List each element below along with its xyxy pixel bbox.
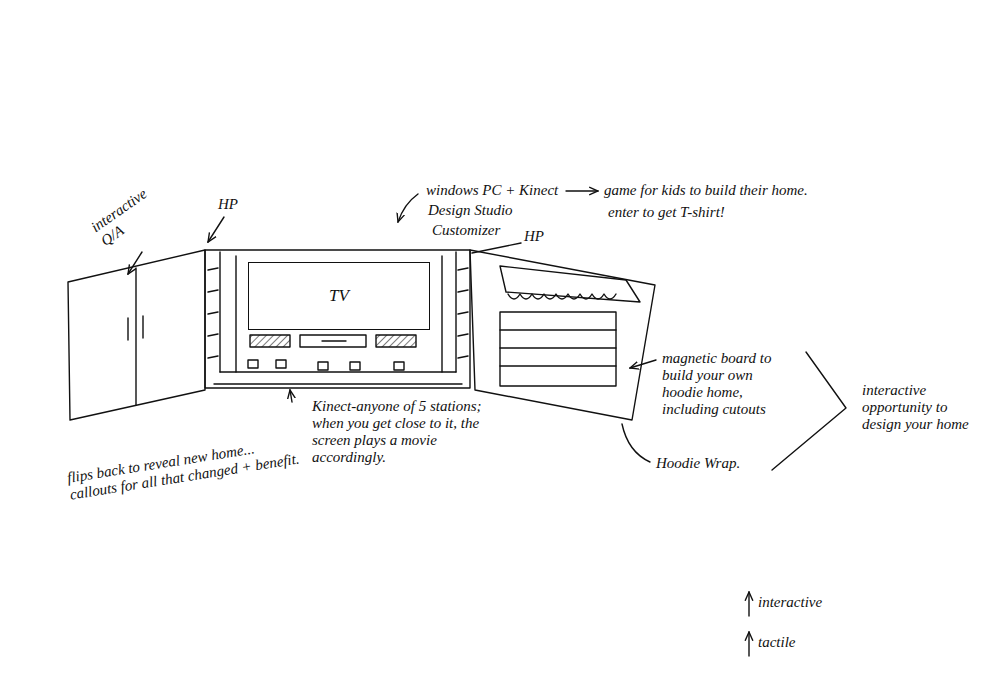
sketch-note: enter to get T-shirt!	[608, 204, 778, 221]
station	[394, 362, 404, 370]
station	[276, 360, 286, 368]
sketch-note: magnetic board to build your own hoodie …	[662, 350, 794, 418]
wall-column	[220, 252, 456, 372]
flip-panel	[68, 250, 205, 420]
sketch-note: HP	[218, 196, 258, 213]
hatched-panel	[376, 335, 416, 347]
counter-top	[214, 372, 462, 384]
leader-arrow	[290, 390, 292, 402]
sketch-note: Kinect-anyone of 5 stations; when you ge…	[312, 398, 512, 466]
bracket	[772, 352, 846, 470]
station	[318, 362, 328, 370]
board-stripe	[500, 330, 616, 366]
screen-label: TV	[329, 286, 349, 306]
tv-screen: TV	[248, 262, 430, 330]
sketch-note: HP	[524, 228, 564, 245]
panel-handle	[128, 316, 143, 340]
sketch-note: Design Studio	[428, 202, 548, 219]
hatched-panel	[250, 335, 290, 347]
station	[350, 362, 360, 370]
leader-line	[622, 424, 650, 462]
sketch-note: game for kids to build their home.	[604, 182, 844, 199]
awning	[500, 266, 640, 302]
leader-line	[472, 243, 521, 253]
sketch-note: windows PC + Kinect	[426, 182, 566, 199]
panel-split	[135, 268, 136, 405]
sketch-note: interactive Q/A	[88, 170, 181, 249]
sketch-note: Hoodie Wrap.	[656, 455, 766, 472]
sketch-note: Customizer	[432, 222, 532, 239]
sketch-note: interactive opportunity to design your h…	[862, 382, 974, 433]
leader-arrow	[630, 360, 656, 368]
sketch-note: interactive	[758, 594, 858, 611]
station	[248, 360, 258, 368]
magnetic-panel	[470, 250, 655, 420]
center-wall	[205, 250, 470, 388]
leader-arrow	[208, 217, 224, 242]
leader-arrow	[128, 252, 142, 274]
kinect-bar	[300, 335, 366, 347]
leader-arrow	[398, 194, 418, 222]
kinect-slot	[322, 340, 346, 341]
awning-scallop	[508, 294, 616, 299]
sketch-note: tactile	[758, 634, 858, 651]
sketch-note: flips back to reveal new home... callout…	[66, 432, 308, 503]
house-board	[500, 312, 616, 386]
up-arrow	[748, 592, 749, 616]
up-arrow	[748, 632, 749, 656]
leader-arrow	[566, 190, 598, 191]
